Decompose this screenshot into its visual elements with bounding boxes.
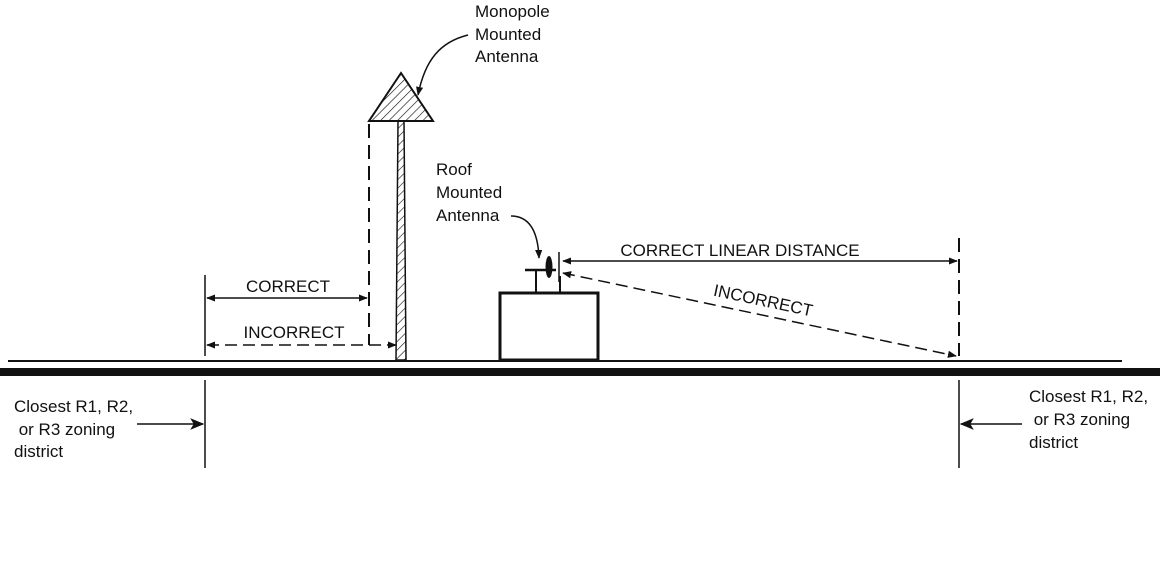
correct-label: CORRECT: [246, 277, 330, 296]
building: [498, 291, 600, 362]
monopole-leader-arrow: [416, 34, 469, 96]
closest-district-label-left: Closest R1, R2, or R3 zoning district: [14, 397, 138, 461]
incorrect-label-left: INCORRECT: [243, 323, 344, 342]
closest-district-label-right: Closest R1, R2, or R3 zoning district: [1029, 387, 1153, 452]
roof-mounted-antenna: [525, 252, 561, 293]
incorrect-dimension-line-right: [562, 271, 957, 358]
incorrect-label-right: INCORRECT: [712, 281, 815, 321]
correct-linear-distance-label: CORRECT LINEAR DISTANCE: [620, 241, 859, 260]
roof-leader-arrow: [510, 215, 543, 259]
monopole-antenna: [367, 71, 435, 361]
monopole-label: Monopole Mounted Antenna: [475, 2, 554, 66]
roof-antenna-label: Roof Mounted Antenna: [436, 160, 507, 225]
